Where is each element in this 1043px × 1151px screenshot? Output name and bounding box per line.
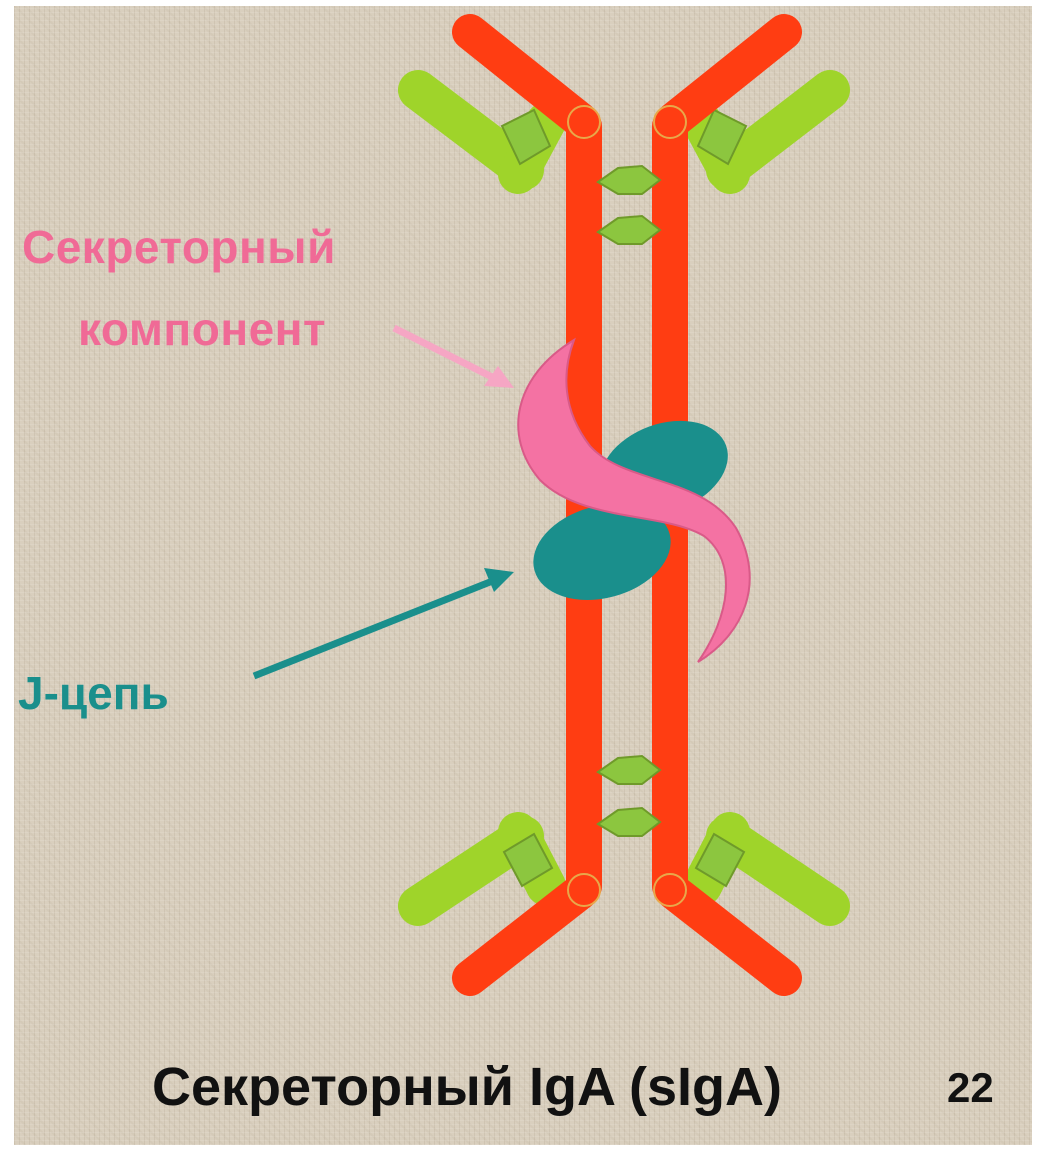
j-chain-label: J-цепь xyxy=(18,666,169,720)
secretory-component xyxy=(518,340,750,662)
secretory-arrow xyxy=(394,328,514,388)
slide: Секреторный компонент J-цепь Секреторный… xyxy=(14,6,1032,1145)
bottom-left-light-chain xyxy=(418,832,552,906)
secretory-component-label-line1: Секреторный xyxy=(22,220,336,274)
siga-diagram xyxy=(14,6,1032,1145)
slide-caption: Секреторный IgA (sIgA) xyxy=(152,1056,782,1118)
page-number: 22 xyxy=(947,1064,994,1112)
j-chain-arrow xyxy=(254,568,514,676)
bottom-right-light-chain xyxy=(696,832,830,906)
secretory-component-label-line2: компонент xyxy=(78,302,326,356)
